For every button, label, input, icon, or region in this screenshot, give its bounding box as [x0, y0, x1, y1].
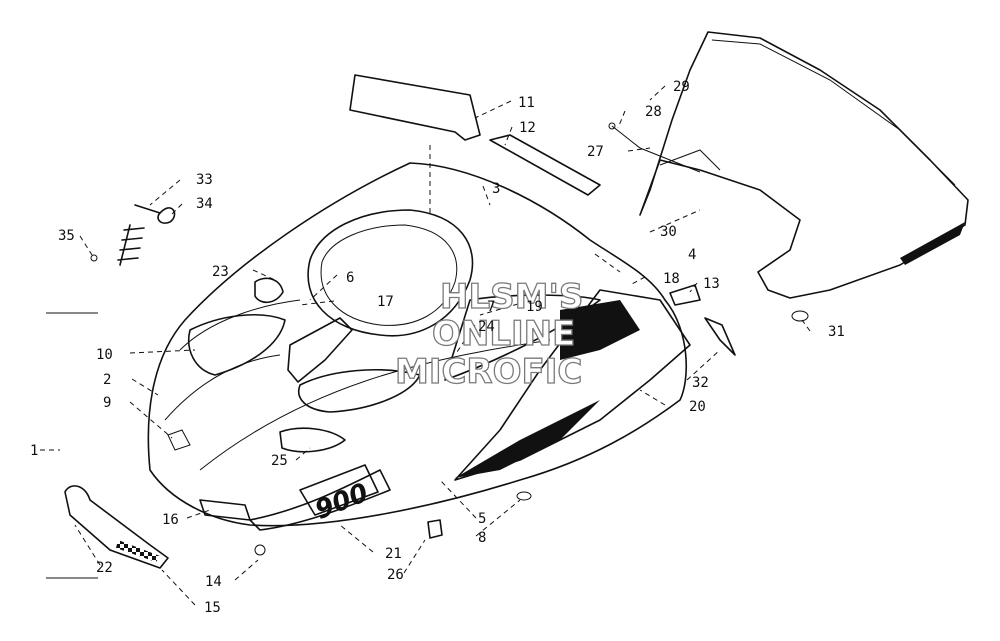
callout-19: 19 — [526, 299, 543, 315]
callout-29: 29 — [673, 79, 690, 95]
watermark-line-3: MICROFIC — [395, 352, 582, 392]
spring-assembly — [90, 204, 176, 266]
callout-2: 2 — [103, 372, 111, 388]
leader-lines — [40, 85, 811, 606]
callout-26: 26 — [387, 567, 404, 583]
hood-decal-900: 900 — [311, 478, 373, 526]
callout-23: 23 — [212, 264, 229, 280]
callout-14: 14 — [205, 574, 222, 590]
callout-15: 15 — [204, 600, 221, 616]
callout-11: 11 — [518, 95, 535, 111]
callout-18: 18 — [663, 271, 680, 287]
callout-10: 10 — [96, 347, 113, 363]
vent-strip-12 — [489, 134, 601, 196]
callout-21: 21 — [385, 546, 402, 562]
callout-9: 9 — [103, 395, 111, 411]
fasteners — [254, 122, 809, 556]
callout-32: 32 — [692, 375, 709, 391]
vent-panel-11 — [349, 74, 481, 141]
watermark: HLSM'S ONLINE MICROFIC — [394, 276, 584, 392]
callout-28: 28 — [645, 104, 662, 120]
watermark-line-1: HLSM'S — [440, 277, 583, 317]
bumper-22 — [64, 485, 169, 569]
callout-1: 1 — [30, 443, 38, 459]
watermark-line-2: ONLINE — [432, 314, 575, 354]
callout-6: 6 — [346, 270, 354, 286]
callout-25: 25 — [271, 453, 288, 469]
callout-5: 5 — [478, 511, 486, 527]
callout-12: 12 — [519, 120, 536, 136]
callout-22: 22 — [96, 560, 113, 576]
callout-31: 31 — [828, 324, 845, 340]
callout-17: 17 — [377, 294, 394, 310]
hood — [147, 162, 691, 531]
callout-13: 13 — [703, 276, 720, 292]
callout-33: 33 — [196, 172, 213, 188]
callout-27: 27 — [587, 144, 604, 160]
callout-35: 35 — [58, 228, 75, 244]
callout-7: 7 — [487, 299, 495, 315]
callout-4: 4 — [688, 247, 696, 263]
windshield — [639, 31, 969, 299]
callout-30: 30 — [660, 224, 677, 240]
callout-34: 34 — [196, 196, 213, 212]
callout-3: 3 — [492, 181, 500, 197]
callout-16: 16 — [162, 512, 179, 528]
callout-20: 20 — [689, 399, 706, 415]
callout-labels: 1 2 3 4 5 6 7 8 9 10 11 12 13 14 15 16 1… — [30, 79, 845, 616]
callout-24: 24 — [478, 319, 495, 335]
callout-8: 8 — [478, 530, 486, 546]
